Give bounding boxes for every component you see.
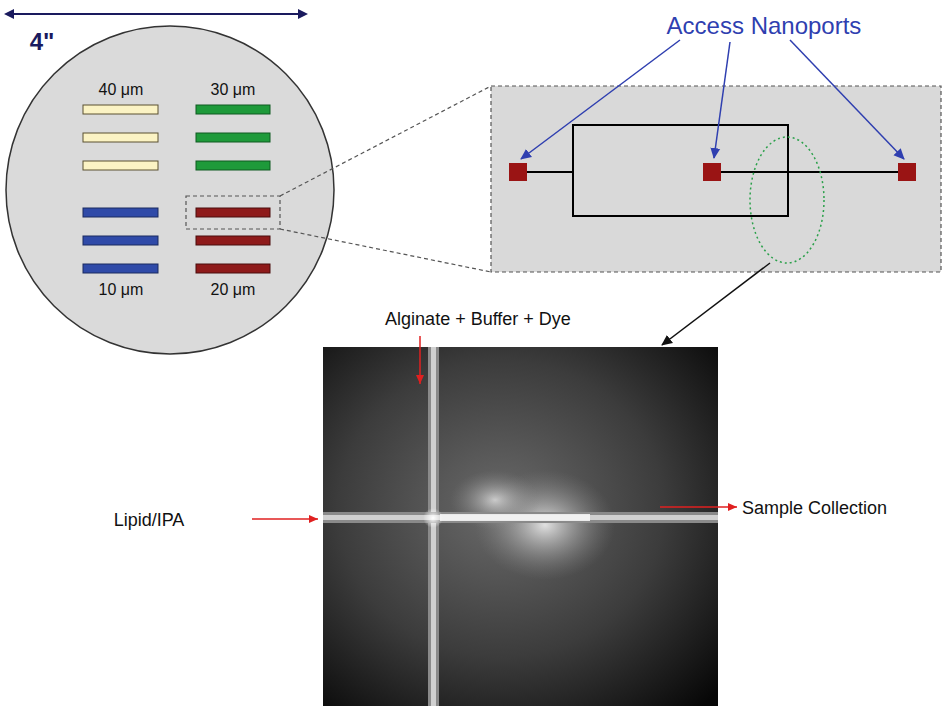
zoom-marker xyxy=(186,196,280,229)
outlet-label: Sample Collection xyxy=(742,498,887,519)
width-label: 30 μm xyxy=(211,81,256,99)
micrograph xyxy=(323,347,718,706)
dimension-arrow xyxy=(6,13,306,15)
callout-title: Access Nanoports xyxy=(667,12,862,40)
inlet-label: Alginate + Buffer + Dye xyxy=(385,309,571,330)
junction-highlight xyxy=(750,137,824,263)
channel-layout xyxy=(518,125,907,216)
pointer-arrow xyxy=(521,40,904,159)
nanoport xyxy=(509,163,916,181)
wafer xyxy=(6,26,334,354)
zoom-box xyxy=(491,86,941,272)
inlet-label: Lipid/IPA xyxy=(114,510,185,531)
width-label: 10 μm xyxy=(99,281,144,299)
width-label: 20 μm xyxy=(211,281,256,299)
dimension-label: 4" xyxy=(30,28,55,56)
channel-bars xyxy=(83,105,270,273)
zoom-line xyxy=(280,86,491,196)
width-label: 40 μm xyxy=(99,81,144,99)
pointer-arrow xyxy=(662,263,770,345)
zoom-line xyxy=(280,229,491,272)
flow-arrow xyxy=(252,336,737,519)
